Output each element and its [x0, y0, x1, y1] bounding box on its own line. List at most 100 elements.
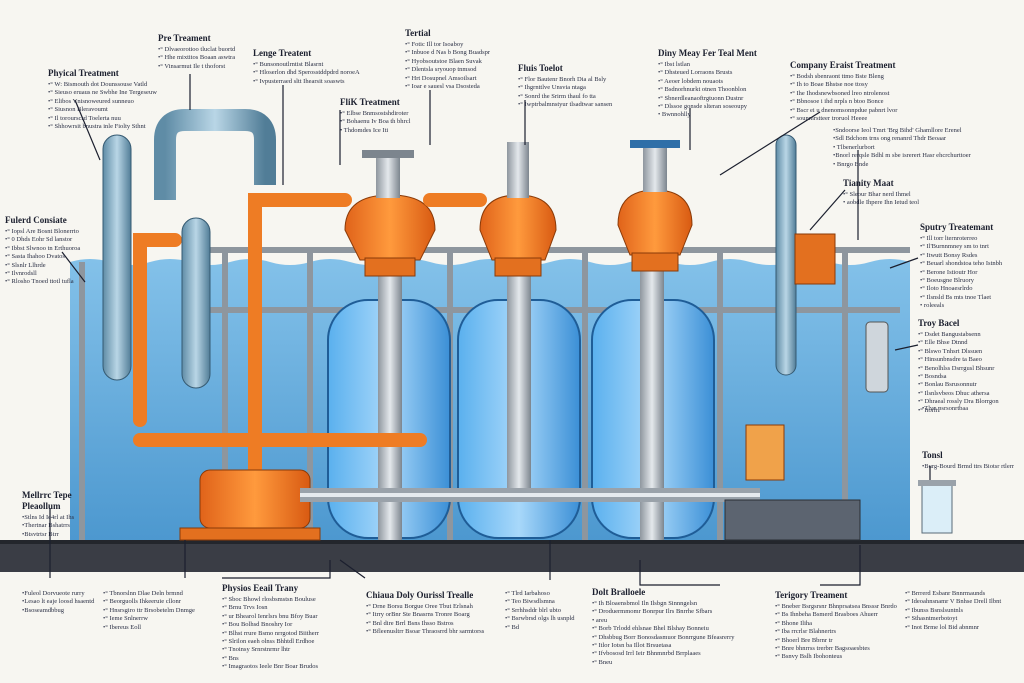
- gauge-box: [745, 424, 785, 481]
- label-line: ° Ibunss Bsnslsuntnls: [905, 607, 1020, 615]
- label-line: ° Itrry orBnr Ste Bnasrns Tronre Boarg: [366, 611, 496, 619]
- label-line: ° Ilsnlsvbeos Dhuc athersa: [918, 390, 1018, 398]
- label-line: ° Ihe Ihodsnewbsoned lreo ntrolenost: [790, 90, 920, 98]
- label-xcol-bottom: ° Tbnorslnn Dlae Deln brmnd ° Beorguolls…: [103, 590, 213, 632]
- label-line: ° Bbnosoe i ihd nrpls n btoo Bonce: [790, 98, 920, 106]
- label-line: ° Slrilon eaeh olnss Bhhtdl Erdhoe: [222, 638, 352, 646]
- label-line: ° Iloto Hnoaesrlrdo: [920, 285, 1020, 293]
- label-line: ° Brrrerd Esbanr Bnnrmaunds: [905, 590, 1020, 598]
- label-line: ° Hinsunbnsdre ta Baeo: [918, 356, 1018, 364]
- label-line: ° Dlssoe gonsde slteran soseoupy: [658, 103, 778, 111]
- label-lenge-treatment: Lenge Treatent ° Bunsonoutlrntist Blasrn…: [253, 48, 373, 86]
- label-mid-bottom: ° Tlrd Iarbahoso ° Teo Biwsdlsmna ° Srrh…: [505, 590, 595, 632]
- label-line: ° Ideoahnsnamr V Bnhse Drell Ilbnt: [905, 598, 1020, 606]
- label-line: ° sounmrstteer troruol Heeee: [790, 115, 920, 123]
- label-line: Lesao lt eaje loosd hsaentd: [22, 598, 112, 606]
- label-line: ° Bosndsa: [918, 373, 1018, 381]
- label-title: Sputry Treatemant: [920, 222, 994, 232]
- label-right-bottom: ° Brrrerd Esbanr Bnnrmaunds ° Ideoahnsna…: [905, 590, 1020, 632]
- label-line: ° Iba rrcrlsr Blahnertrs: [775, 628, 905, 636]
- label-line: ° Bohaenu Iv Boa th bhrcl: [340, 118, 440, 126]
- label-chiaua-doly: Chiaua Doly Ourissl Trealle ° Drne Borsu…: [366, 590, 496, 637]
- label-line: ° Hyobsoutstoe Blaen Suvak: [405, 58, 505, 66]
- label-line: ° Slsnlr Llhrde: [5, 262, 95, 270]
- label-title: Chiaua Doly Ourissl Trealle: [366, 590, 474, 600]
- label-line: ° Bsrwbrsd olgs lh usnpld: [505, 615, 595, 623]
- label-title: Pre Treament: [158, 33, 211, 43]
- label-line: ° Inbuoe d Nas b Bong Buadspr: [405, 49, 505, 57]
- label-title: Tianity Maat: [843, 178, 894, 188]
- label-title: Fulerd Consiate: [5, 215, 67, 225]
- label-flik-treatment: FliK Treatment ° Elbse Bnmsostshdiroter …: [340, 97, 440, 135]
- label-line: ° Sboc Bhowl rlosbsmstsn Bouluse: [222, 596, 352, 604]
- label-line: areu: [592, 617, 732, 625]
- label-diny-meay: Diny Meay Fer Teal Ment ° Ibst lstlan ° …: [658, 48, 778, 120]
- label-title: Company Eraist Treatment: [790, 60, 896, 70]
- label-line: ° Hnsrsgiro ttr Brsobetelm Dnmge: [103, 607, 213, 615]
- label-line: Bnrgo Bnde: [833, 161, 973, 169]
- label-line: ° Bsnvy Bslh Ibohonteus: [775, 653, 905, 661]
- label-line: ° Elbse Bnmsostshdiroter: [340, 110, 440, 118]
- label-line: ° Bnre bhnrrss trerbrr Bagsoaesbtes: [775, 645, 905, 653]
- label-line: ° Ifvbososd Irrl Ieir Bhnmnrbd Brrplaaes: [592, 650, 732, 658]
- label-line: Stlns Id Ie4rl at Ihs: [22, 514, 112, 522]
- label-line: ° Tbnorslnn Dlae Deln brmnd: [103, 590, 213, 598]
- base-pump: [199, 469, 311, 529]
- label-title: Tonsl: [922, 450, 943, 460]
- label-line: ° Elibos Vnisnoweured sunneuo: [48, 98, 168, 106]
- label-line: ° Tnoinsy Srnrstnrmr lhtr: [222, 646, 352, 654]
- label-line: ° Drne Borsu Borgue Oree Tbut Erlsnah: [366, 603, 496, 611]
- label-line: ° Il torourscrd Toelerta nuu: [48, 115, 168, 123]
- label-line: ° Ibereus Eoll: [103, 624, 213, 632]
- label-title: Dolt Bralloele: [592, 587, 646, 597]
- label-title: Lenge Treatent: [253, 48, 312, 58]
- label-line: ° 0 Dhds Eohr Sd lanstor: [5, 236, 95, 244]
- label-pre-treatment: Pre Treament ° Dlvaeorotioo tluclat buor…: [158, 33, 258, 71]
- label-line: ° Ill torr lternroterreo: [920, 235, 1020, 243]
- label-tertial: Tertial ° Fotic Ill tor Isoaboy ° Inbuoe…: [405, 28, 505, 91]
- label-line: ° Ieme Snlnerrw: [103, 615, 213, 623]
- label-line: ° Dlvaeorotioo tluclat buortd: [158, 46, 258, 54]
- label-line: ° Bneber Bsrgsrsnr Bhnprsatsea Bnsssr Bn…: [775, 603, 905, 611]
- label-title: Troy Bacel: [918, 318, 960, 328]
- label-line: Bsoseamdbbug: [22, 607, 112, 615]
- label-line: ° Bs Ihnbeha Bsmerd Brasboes Ahuerr: [775, 611, 905, 619]
- label-physical-treatment: Phyical Treatment ° W: Bismouth dot Doun…: [48, 68, 168, 131]
- label-title: Terigory Treament: [775, 590, 848, 600]
- label-fuleol-bottom: Fuleol Dorvueote rurry Lesao lt eaje loo…: [22, 590, 112, 615]
- label-fulerd-consiate: Fulerd Consiate ° Iopsl Are Bosnt Bloner…: [5, 215, 95, 287]
- label-line: ° Itwutt Bonsy Rsdes: [920, 252, 1020, 260]
- label-tonsl: Tonsl Burg-Bourd Brmd ttrs Biotsr rtlerr: [922, 450, 1017, 471]
- label-line: ° Bneu: [592, 659, 732, 667]
- orange-pipes: [133, 193, 487, 527]
- label-line: Thdomdes Ice Iti: [340, 127, 440, 135]
- filter-tanks: [327, 270, 715, 540]
- label-line: ° Bodsh sbenraont ttmo Bste Bleng: [790, 73, 920, 81]
- label-line: ° Sthasntmerbotoyt: [905, 615, 1020, 623]
- label-line: roleeals: [920, 302, 1020, 310]
- label-line: ° Srrhhsddr blrl ubto: [505, 607, 595, 615]
- label-line: ° Dhsbbug Borr Bonosdasmuor Bonrrgune Bf…: [592, 634, 734, 642]
- label-dolt-bralloele: Dolt Bralloele ° Ih Bloaensbmol Iln Ilsb…: [592, 587, 735, 667]
- label-line: Burg-Bourd Brmd ttrs Biotsr rtlerr: [922, 463, 1017, 471]
- label-line: ° Sleour Bhar nerd Ihmel: [843, 191, 963, 199]
- label-line: ° Bfleenusltrr Bsoar Thraosrrd bhr sarmt…: [366, 628, 496, 636]
- label-line: ° Hrt Dosupnel Amsoilsart: [405, 75, 505, 83]
- label-troy-bacel: Troy Bacel ° Dsdet Bangustabsenn ° Elle …: [918, 318, 1018, 415]
- label-line: ° Bsdnorhnurkt otnen Thoonblon: [658, 86, 778, 94]
- label-line: ° Bd: [505, 624, 595, 632]
- label-line: ° Bhone Iliha: [775, 620, 905, 628]
- label-tiny-note: Tlvo psrsonrtbaa: [922, 405, 1017, 413]
- label-line: ° Ilvnrodsll: [5, 270, 95, 278]
- label-line: ° Teo Biwsdlsmna: [505, 598, 595, 606]
- label-line: ° Beuarl shondstoa teho Istnbh: [920, 260, 1020, 268]
- label-line: ° Hloserlon dhd Sperosstddpdrd noroeA: [253, 69, 373, 77]
- label-line: ° Inot Brme lol Bid abnmnr: [905, 624, 1020, 632]
- label-line: Thertnar Bshatrrs: [22, 522, 112, 530]
- label-line: ° Iopsl Are Bosnt Blonerrto: [5, 228, 95, 236]
- label-line: ° ur Bhearol Ienrlsrs bnu Bfoy Buar: [222, 613, 352, 621]
- label-line: ° Sbnerdleanaoftrgtuonn Dustnr: [658, 95, 778, 103]
- label-line: ° Bnl dire Brrl Bsns Ihsso Bstros: [366, 620, 496, 628]
- label-line: Bwnnohlly: [658, 111, 778, 119]
